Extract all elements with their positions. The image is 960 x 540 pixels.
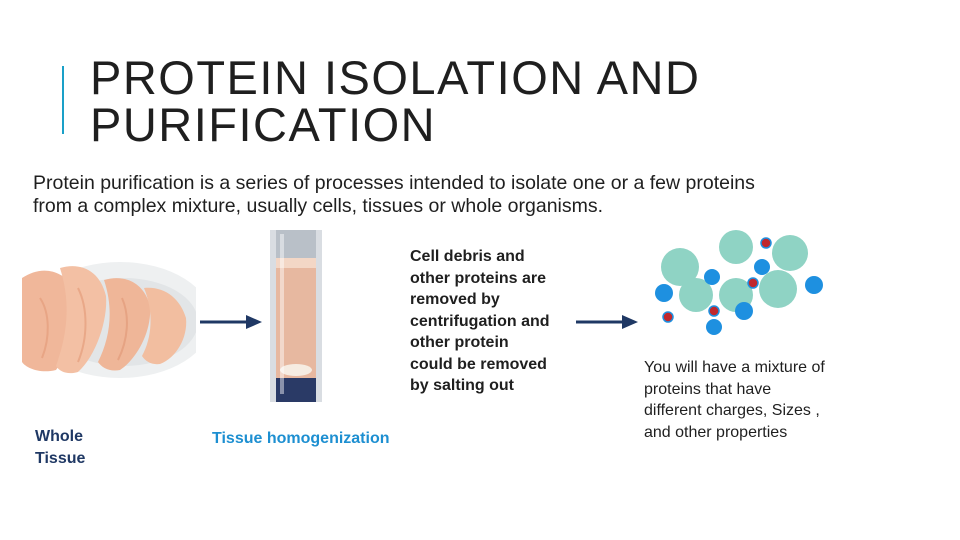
arrow-right-icon bbox=[200, 315, 262, 329]
mixture-line: and other properties bbox=[644, 423, 788, 441]
whole-tissue-line-2: Tissue bbox=[35, 449, 86, 467]
removal-line: by salting out bbox=[410, 377, 514, 394]
removal-line: could be removed bbox=[410, 355, 547, 373]
title-line-1: PROTEIN ISOLATION AND bbox=[90, 51, 701, 104]
mixture-line: proteins that have bbox=[644, 380, 772, 398]
slide-title: PROTEIN ISOLATION AND PURIFICATION bbox=[90, 54, 700, 148]
removal-line: removed by bbox=[410, 291, 500, 308]
mixture-line: You will have a mixture of bbox=[644, 359, 825, 376]
whole-tissue-caption: Whole Tissue bbox=[35, 426, 85, 469]
arrow-right-icon bbox=[576, 315, 638, 329]
intro-paragraph: Protein purification is a series of proc… bbox=[33, 172, 913, 218]
intro-line-2: from a complex mixture, usually cells, t… bbox=[33, 195, 604, 217]
removal-note: Cell debris and other proteins are remov… bbox=[410, 246, 550, 397]
removal-line: centrifugation and bbox=[410, 312, 550, 330]
whole-tissue-line-1: Whole bbox=[35, 428, 83, 445]
mixture-line: different charges, Sizes , bbox=[644, 402, 820, 419]
removal-line: other proteins are bbox=[410, 269, 547, 287]
title-line-2: PURIFICATION bbox=[90, 98, 437, 151]
intro-line-1: Protein purification is a series of proc… bbox=[33, 172, 755, 194]
centrifuge-tube-image bbox=[270, 230, 322, 402]
protein-mixture-diagram bbox=[655, 230, 823, 335]
chicken-breast-image bbox=[22, 262, 196, 378]
mixture-note: You will have a mixture of proteins that… bbox=[644, 357, 825, 443]
homogenization-caption: Tissue homogenization bbox=[212, 430, 390, 447]
removal-line: Cell debris and bbox=[410, 248, 525, 265]
title-accent-bar bbox=[62, 66, 64, 134]
removal-line: other protein bbox=[410, 334, 509, 351]
